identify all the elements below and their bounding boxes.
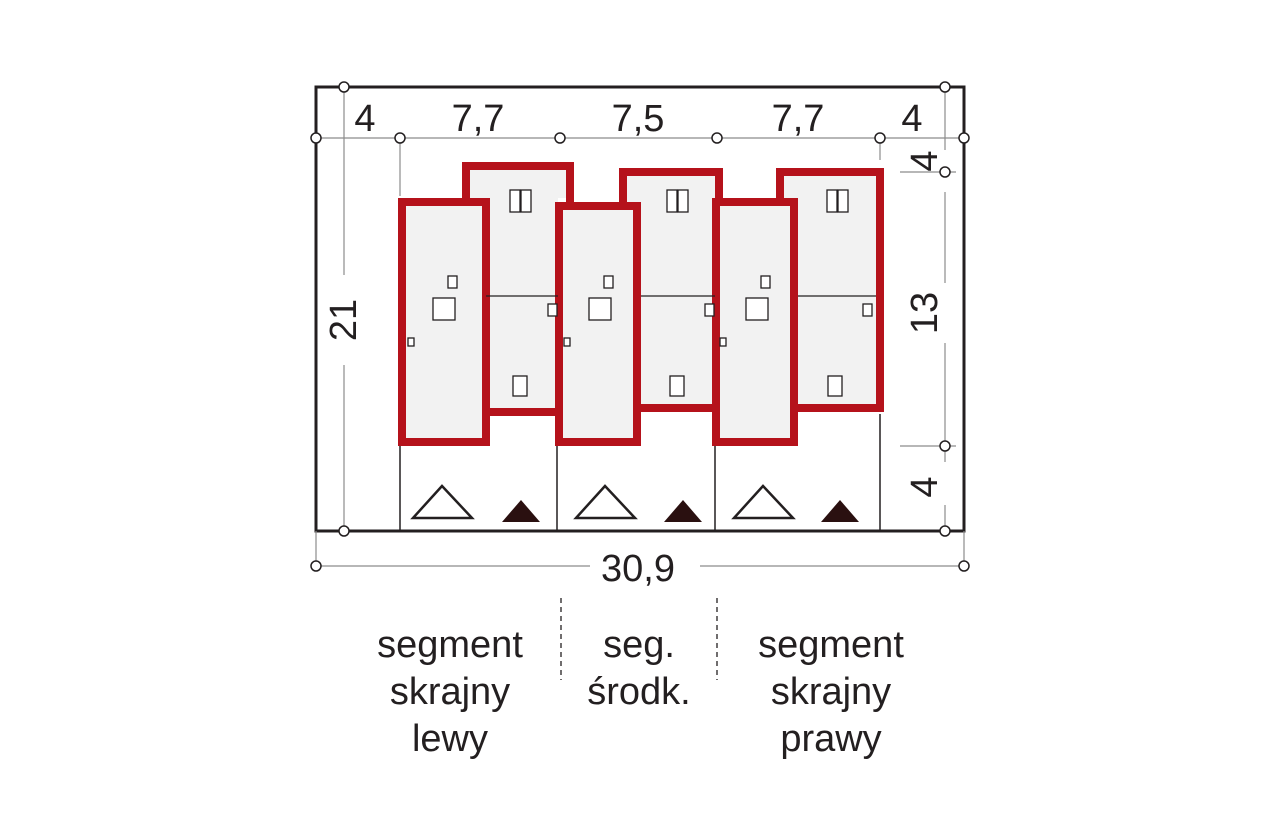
house-outlines [398,162,884,446]
solid-triangle-icon [821,500,859,522]
segment-label-line: prawy [780,718,882,760]
solid-triangle-icon [502,500,540,522]
outline-triangle-icon [573,484,638,520]
segment-label-line: segment [758,624,904,666]
segment-label-line: środk. [587,671,691,713]
segment-label-line: lewy [411,718,489,760]
dimension-lines [315,87,965,567]
segment-separators [560,598,718,680]
dimension-nodes [310,81,970,572]
dim-bottom-total: 30,9 [601,548,675,590]
segment-label-line: skrajny [770,671,892,713]
dim-top-5: 4 [901,98,922,140]
outline-triangle-icon [410,484,475,520]
dim-top-3: 7,5 [612,98,665,140]
interior-details [407,189,876,397]
segment-label-left: segment skrajny lewy [340,622,560,763]
solid-triangle-icon [664,500,702,522]
dim-right-bottom-4: 4 [904,476,946,497]
dim-left-21: 21 [323,299,365,341]
plot-boundary [314,85,966,533]
segment-label-line: segment [377,624,523,666]
entrance-symbols [410,484,859,522]
dim-top-1: 4 [354,98,375,140]
parking-zones [399,414,881,531]
segment-label-line: skrajny [389,671,511,713]
segment-label-line: seg. [603,624,675,666]
dim-top-2: 7,7 [452,98,505,140]
dim-right-13: 13 [904,292,946,334]
dim-top-4: 7,7 [772,98,825,140]
dim-right-top-4: 4 [904,150,946,171]
outline-triangle-icon [731,484,796,520]
segment-label-middle: seg. środk. [562,622,716,716]
segment-label-right: segment skrajny prawy [720,622,942,763]
